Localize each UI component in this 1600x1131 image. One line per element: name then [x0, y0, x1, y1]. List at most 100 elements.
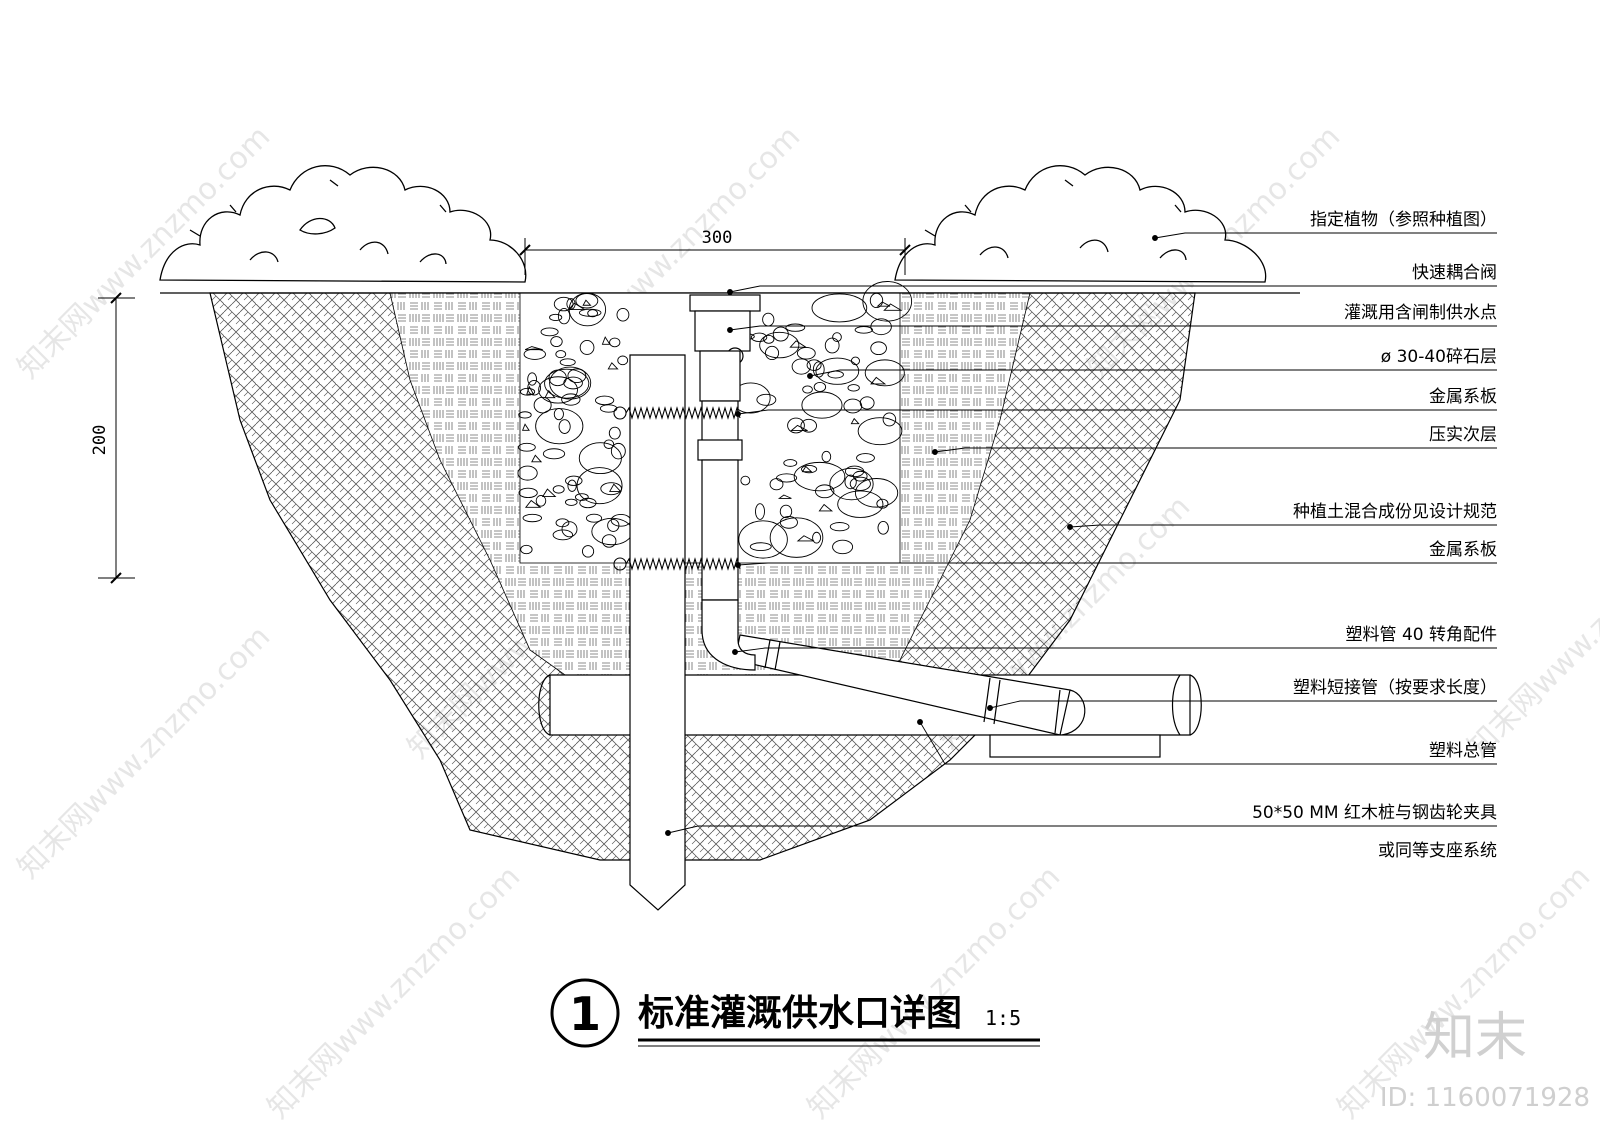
- pebble: [776, 473, 798, 483]
- watermark-text: 知末网www.znzmo.com: [11, 619, 277, 885]
- pebble: [844, 474, 857, 490]
- pebble: [832, 332, 842, 342]
- callout-label-plant: 指定植物（参照种植图）: [1310, 210, 1497, 230]
- leader-line-strap1: [737, 409, 1497, 415]
- pebble: [789, 340, 808, 348]
- wood-stake: [629, 354, 686, 911]
- pebble: [576, 467, 623, 505]
- pebble: [772, 326, 789, 342]
- leader-dot-compact: [932, 449, 938, 455]
- pebble: [812, 361, 825, 378]
- pebble: [759, 331, 800, 359]
- pebble: [793, 461, 846, 492]
- pebble: [801, 465, 818, 474]
- pebble: [755, 503, 765, 520]
- pebble: [769, 478, 784, 491]
- callout-label-stake1: 50*50 MM 红木桩与钢齿轮夹具: [1252, 803, 1497, 823]
- pebble: [557, 307, 571, 325]
- pebble: [561, 393, 581, 406]
- brand-id: ID: 1160071928: [1380, 1083, 1590, 1113]
- shrub-left: [159, 165, 527, 283]
- pebble: [558, 419, 571, 434]
- pebble: [610, 442, 626, 460]
- pebble: [566, 298, 576, 310]
- pebble: [581, 545, 595, 558]
- pebble: [763, 334, 775, 344]
- pebble: [790, 424, 808, 432]
- pebble: [801, 465, 813, 473]
- pebble: [587, 309, 598, 318]
- pebble: [740, 475, 751, 486]
- pebble: [520, 544, 533, 555]
- pebble: [524, 499, 542, 508]
- leader-line-main: [919, 721, 1497, 765]
- pebble: [876, 301, 891, 307]
- title-number-circle: [550, 978, 620, 1048]
- pebble: [553, 296, 574, 312]
- pebble: [535, 408, 584, 445]
- page-title: 标准灌溉供水口详图: [638, 993, 962, 1034]
- leader-dot-supply: [727, 327, 733, 333]
- pebble: [818, 503, 834, 512]
- pebble: [877, 521, 889, 535]
- leader-dot-nipple: [987, 705, 993, 711]
- pebble: [608, 483, 622, 492]
- pebble: [607, 362, 619, 370]
- pebble: [870, 376, 887, 385]
- pebble: [801, 391, 843, 419]
- pebble: [582, 299, 592, 306]
- pebble: [522, 513, 543, 523]
- pebble: [549, 313, 563, 322]
- callout-label-stake2: 或同等支座系统: [1378, 841, 1497, 861]
- callout-label-main: 塑料总管: [1429, 741, 1497, 761]
- pebble: [559, 358, 576, 367]
- pebble: [535, 494, 547, 507]
- pebble: [555, 518, 570, 528]
- pebble: [843, 398, 863, 414]
- leader-dot-stake1: [665, 830, 671, 836]
- pebble: [864, 359, 905, 387]
- metal-strap-lower: [613, 557, 741, 571]
- callout-label-coupler: 快速耦合阀: [1412, 263, 1497, 283]
- pebble: [849, 476, 871, 491]
- pebble: [883, 303, 903, 311]
- pebble: [850, 417, 860, 425]
- pebble: [579, 340, 595, 355]
- pebble: [542, 448, 566, 460]
- pebble: [870, 318, 892, 336]
- pebble: [785, 323, 806, 332]
- pebble: [756, 393, 777, 406]
- pebble: [521, 423, 530, 431]
- leader-dot-plant: [1152, 235, 1158, 241]
- pebble: [811, 293, 868, 323]
- leader-line-strap2: [737, 562, 1497, 566]
- pebble: [523, 348, 546, 360]
- callout-label-gravel: ø 30-40碎石层: [1381, 347, 1497, 367]
- pebble: [783, 459, 798, 467]
- pebble: [821, 450, 832, 463]
- pebble: [561, 521, 578, 538]
- brand-logo: 知末: [1423, 1008, 1527, 1068]
- pebble: [617, 355, 629, 366]
- leader-line-gravel: [809, 369, 1497, 377]
- pebble: [787, 417, 805, 434]
- leader-dot-elbow: [732, 649, 738, 655]
- dimension-width-label: 300: [702, 228, 733, 248]
- pebble: [777, 494, 792, 499]
- pebble: [517, 465, 538, 481]
- pebble: [567, 302, 587, 310]
- pebble: [857, 417, 903, 446]
- leader-line-nipple: [989, 700, 1497, 709]
- pebble: [565, 475, 583, 486]
- dimension-width: [519, 238, 911, 275]
- pebble: [518, 411, 532, 419]
- pebble: [847, 384, 860, 392]
- pebble: [533, 396, 552, 414]
- pebble: [769, 517, 824, 558]
- pebble: [813, 381, 827, 393]
- callout-label-elbow: 塑料管 40 转角配件: [1346, 625, 1497, 645]
- pebble: [837, 490, 884, 518]
- pebble: [601, 534, 617, 548]
- pebble: [594, 395, 615, 406]
